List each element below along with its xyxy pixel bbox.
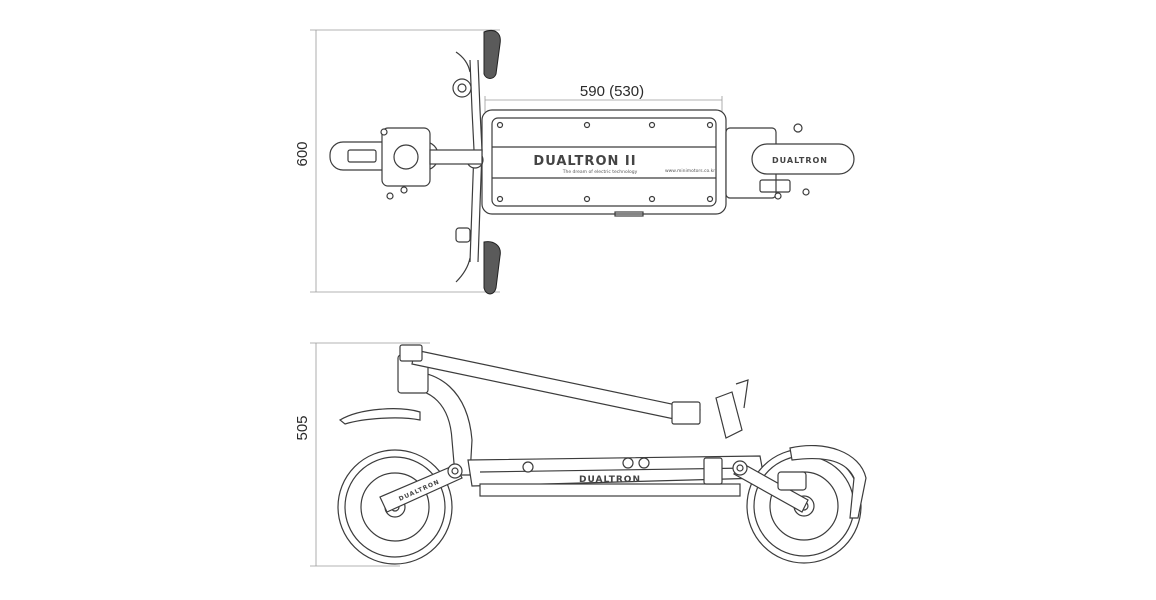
- deck-rear-bracket: [703, 457, 723, 485]
- lower-lever-housing: [455, 227, 471, 243]
- deck-latch-3: [638, 457, 650, 469]
- left-grip: [483, 30, 501, 79]
- deck-latch-1: [522, 461, 534, 473]
- deck-length-label: 590 (530): [580, 83, 644, 100]
- throttle-unit: [452, 78, 472, 98]
- stem-hinge: [399, 344, 423, 362]
- stem-tube-top: [429, 149, 483, 165]
- folded-stem-side: [399, 344, 749, 439]
- front-fork-assembly: [381, 127, 431, 187]
- deck-inner-border: [491, 117, 717, 207]
- rear-brake-caliper-top: [759, 179, 791, 193]
- top-view: 600 590 (530) DUALTRON II The dream of e…: [294, 29, 855, 295]
- deck-screws: [496, 121, 714, 203]
- deck-side-logo: DUALTRON: [579, 475, 641, 485]
- front-rim: [360, 472, 430, 542]
- handlebar-end-side: [715, 391, 743, 439]
- rear-wheel-top: DUALTRON: [725, 123, 855, 200]
- deck-logo: DUALTRON II: [533, 154, 636, 169]
- right-grip: [483, 241, 501, 295]
- front-fender-side: [338, 408, 421, 425]
- handlebar-top: [452, 30, 501, 295]
- front-wheel-top: [329, 127, 483, 200]
- deck-underside-bracket: [614, 211, 644, 217]
- top-height-label: 600: [294, 141, 311, 166]
- rear-fender-logo: DUALTRON: [772, 156, 828, 165]
- rear-brake-caliper: [777, 471, 807, 491]
- deck-url: www.minimotors.co.kr: [665, 168, 715, 174]
- brake-lever-side: [735, 379, 749, 409]
- rear-fender-side: [789, 444, 867, 519]
- deck-side: DUALTRON: [467, 455, 765, 497]
- rear-wheel-side: [732, 444, 867, 564]
- rear-fender-top: [751, 143, 855, 175]
- deck-latch-2: [622, 457, 634, 469]
- stem-clamp-side: [671, 401, 701, 425]
- front-swingarm: [379, 464, 463, 513]
- front-badge: [347, 149, 377, 163]
- deck-underside: [479, 483, 741, 497]
- deck-tagline: The dream of electric technology: [562, 169, 638, 175]
- brake-lever-bottom: [455, 257, 471, 283]
- brake-lever-top: [455, 51, 471, 73]
- side-view: 505 DUALTRON: [294, 342, 867, 567]
- side-height-label: 505: [294, 415, 311, 440]
